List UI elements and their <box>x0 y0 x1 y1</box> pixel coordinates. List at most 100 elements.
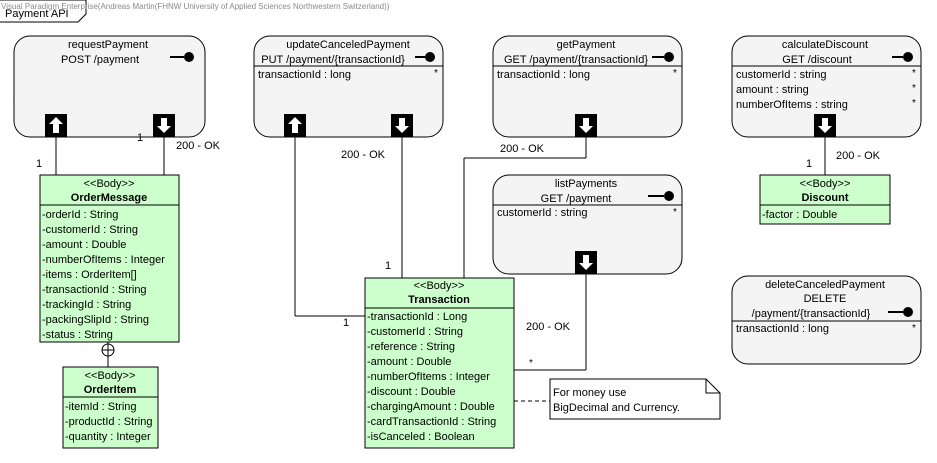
class-attribute: -quantity : Integer <box>65 431 151 443</box>
lollipop-icon <box>415 52 435 62</box>
composition-symbol <box>101 343 115 357</box>
class-transaction[interactable]: <<Body>> Transaction -transactionId : Lo… <box>364 277 515 449</box>
resource-request-payment[interactable]: requestPayment POST /payment <box>13 35 206 138</box>
class-attribute: -transactionId : String <box>42 284 147 296</box>
class-attribute: -productId : String <box>65 416 152 428</box>
class-attribute: -amount : Double <box>367 356 451 368</box>
param-multiplicity: * <box>673 207 677 218</box>
resource-name: listPayments <box>555 178 618 190</box>
response-label: 200 - OK <box>341 149 386 161</box>
arrow-down-icon <box>153 114 175 137</box>
arrow-up-icon <box>45 114 67 137</box>
class-attribute: -trackingId : String <box>42 299 131 311</box>
lollipop-icon <box>892 52 913 62</box>
edge-labels: 1 1 200 - OK 200 - OK 1 1 200 - OK 200 -… <box>36 132 881 369</box>
class-attribute: -transactionId : Long <box>367 311 467 323</box>
multiplicity-label: 1 <box>385 260 391 272</box>
resource-name: updateCanceledPayment <box>286 39 410 51</box>
lollipop-icon <box>170 52 194 62</box>
resource-param: transactionId : long <box>258 69 351 81</box>
class-name: Transaction <box>408 294 470 306</box>
multiplicity-label: * <box>529 358 533 369</box>
param-multiplicity: * <box>912 83 916 94</box>
diagram-frame: Payment API Visual Paradigm Enterprise(A… <box>0 0 390 23</box>
class-name: Discount <box>801 192 848 204</box>
class-attribute: -orderId : String <box>42 209 118 221</box>
resource-method: DELETE <box>804 293 847 305</box>
class-attribute: -discount : Double <box>367 386 456 398</box>
param-multiplicity: * <box>912 68 916 79</box>
class-discount[interactable]: <<Body>> Discount -factor : Double <box>759 174 891 225</box>
param-multiplicity: * <box>912 323 916 334</box>
watermark: Visual Paradigm Enterprise(Andreas Marti… <box>1 2 390 11</box>
note[interactable]: For money use BigDecimal and Currency. <box>549 378 721 420</box>
resource-param: transactionId : long <box>497 69 590 81</box>
class-attribute: -itemId : String <box>65 401 137 413</box>
class-attribute: -customerId : String <box>367 326 463 338</box>
response-label: 200 - OK <box>836 150 881 162</box>
arrow-down-icon <box>391 114 413 137</box>
resource-param: transactionId : long <box>736 323 829 335</box>
arrow-down-icon <box>575 251 597 274</box>
class-stereotype: <<Body>> <box>800 178 851 190</box>
resource-path: /payment/{transactionId} <box>752 308 871 320</box>
class-name: OrderMessage <box>71 192 147 204</box>
class-stereotype: <<Body>> <box>414 280 465 292</box>
response-label: 200 - OK <box>176 140 221 152</box>
resource-method: GET /payment <box>541 193 612 205</box>
connectors <box>55 137 826 402</box>
resource-delete-canceled-payment[interactable]: deleteCanceledPayment DELETE /payment/{t… <box>731 275 922 365</box>
resource-name: requestPayment <box>68 39 148 51</box>
class-order-message[interactable]: <<Body>> OrderMessage -orderId : String … <box>39 174 180 343</box>
response-label: 200 - OK <box>526 321 571 333</box>
resource-method: POST /payment <box>61 54 139 66</box>
resource-method: GET /payment/{transactionId} <box>504 54 648 66</box>
resource-param: customerId : string <box>736 69 826 81</box>
resource-param: numberOfItems : string <box>736 99 848 111</box>
resource-method: PUT /payment/{transactionId} <box>261 54 405 66</box>
note-line: For money use <box>553 387 626 399</box>
class-order-item[interactable]: <<Body>> OrderItem -itemId : String -pro… <box>62 366 159 449</box>
class-attribute: -cardTransactionId : String <box>367 416 496 428</box>
arrow-down-icon <box>814 114 836 137</box>
arrow-down-icon <box>575 114 597 137</box>
resource-param: amount : string <box>736 84 809 96</box>
resource-name: deleteCanceledPayment <box>765 279 885 291</box>
multiplicity-label: 1 <box>806 158 812 170</box>
class-attribute: -isCanceled : Boolean <box>367 431 475 443</box>
multiplicity-label: 1 <box>36 158 42 170</box>
multiplicity-label: 1 <box>137 132 143 144</box>
class-stereotype: <<Body>> <box>84 178 135 190</box>
class-attribute: -customerId : String <box>42 224 138 236</box>
resource-param: customerId : string <box>497 207 587 219</box>
resource-calculate-discount[interactable]: calculateDiscount GET /discount customer… <box>731 35 922 138</box>
frame-title: Payment API <box>5 8 69 20</box>
lollipop-icon <box>888 307 913 317</box>
arrow-up-icon <box>284 114 306 137</box>
resource-get-payment[interactable]: getPayment GET /payment/{transactionId} … <box>492 35 683 138</box>
class-attribute: -status : String <box>42 329 113 341</box>
note-line: BigDecimal and Currency. <box>553 402 680 414</box>
class-name: OrderItem <box>84 384 137 396</box>
resource-method: GET /discount <box>782 54 852 66</box>
resource-name: calculateDiscount <box>782 39 868 51</box>
class-attribute: -packingSlipId : String <box>42 314 149 326</box>
class-attribute: -chargingAmount : Double <box>367 401 495 413</box>
class-attribute: -items : OrderItem[] <box>42 269 137 281</box>
resource-update-canceled-payment[interactable]: updateCanceledPayment PUT /payment/{tran… <box>253 35 444 138</box>
resource-name: getPayment <box>557 39 616 51</box>
class-attribute: -numberOfItems : Integer <box>367 371 490 383</box>
param-multiplicity: * <box>434 68 438 79</box>
response-label: 200 - OK <box>500 143 545 155</box>
class-attribute: -numberOfItems : Integer <box>42 254 165 266</box>
class-stereotype: <<Body>> <box>85 370 136 382</box>
lollipop-icon <box>648 191 674 201</box>
class-attribute: -amount : Double <box>42 239 126 251</box>
param-multiplicity: * <box>673 68 677 79</box>
param-multiplicity: * <box>912 98 916 109</box>
class-attribute: -factor : Double <box>762 209 837 221</box>
multiplicity-label: 1 <box>343 317 349 329</box>
class-attribute: -reference : String <box>367 341 455 353</box>
resource-list-payments[interactable]: listPayments GET /payment customerId : s… <box>492 174 683 275</box>
